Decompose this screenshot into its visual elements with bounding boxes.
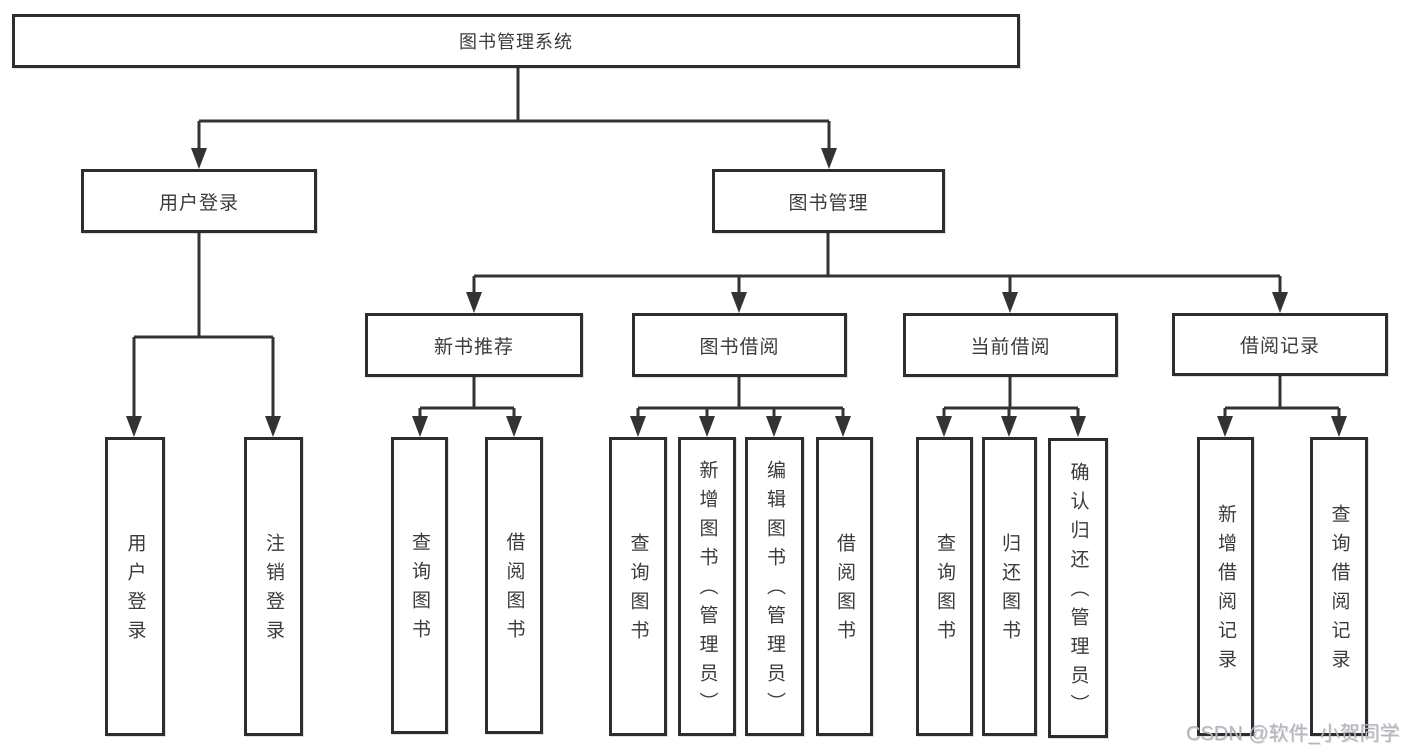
node-borrowing-records: 借阅记录 (1172, 313, 1388, 376)
node-leaf-logout: 注销登录 (244, 437, 303, 736)
node-leaf-add-borrow-record: 新增借阅记录 (1197, 437, 1254, 736)
node-leaf-confirm-return-admin: 确认归还（管理员） (1048, 438, 1108, 738)
node-leaf-edit-books-admin: 编辑图书（管理员） (745, 437, 804, 736)
node-leaf-return-books: 归还图书 (982, 437, 1037, 736)
node-leaf-query-borrow-record: 查询借阅记录 (1310, 437, 1368, 736)
node-leaf-user-login: 用户登录 (105, 437, 165, 736)
node-library-management-system: 图书管理系统 (12, 14, 1020, 68)
node-book-management-module: 图书管理 (712, 169, 945, 233)
node-leaf-add-books-admin: 新增图书（管理员） (678, 437, 736, 736)
node-leaf-borrow-books: 借阅图书 (816, 437, 873, 736)
tree-edges (132, 68, 1341, 421)
node-current-borrowing: 当前借阅 (903, 313, 1118, 377)
watermark-text: CSDN @软件_小贺同学 (1186, 723, 1400, 745)
node-book-borrowing: 图书借阅 (632, 313, 847, 377)
node-leaf-borrow-books-recommend: 借阅图书 (485, 437, 543, 734)
node-leaf-query-books-borrow: 查询图书 (609, 437, 667, 736)
arrowheads (126, 148, 1347, 437)
node-user-login-module: 用户登录 (81, 169, 317, 233)
node-leaf-query-books-recommend: 查询图书 (391, 437, 448, 734)
node-new-book-recommendation: 新书推荐 (365, 313, 583, 377)
node-leaf-query-books-current: 查询图书 (916, 437, 973, 736)
